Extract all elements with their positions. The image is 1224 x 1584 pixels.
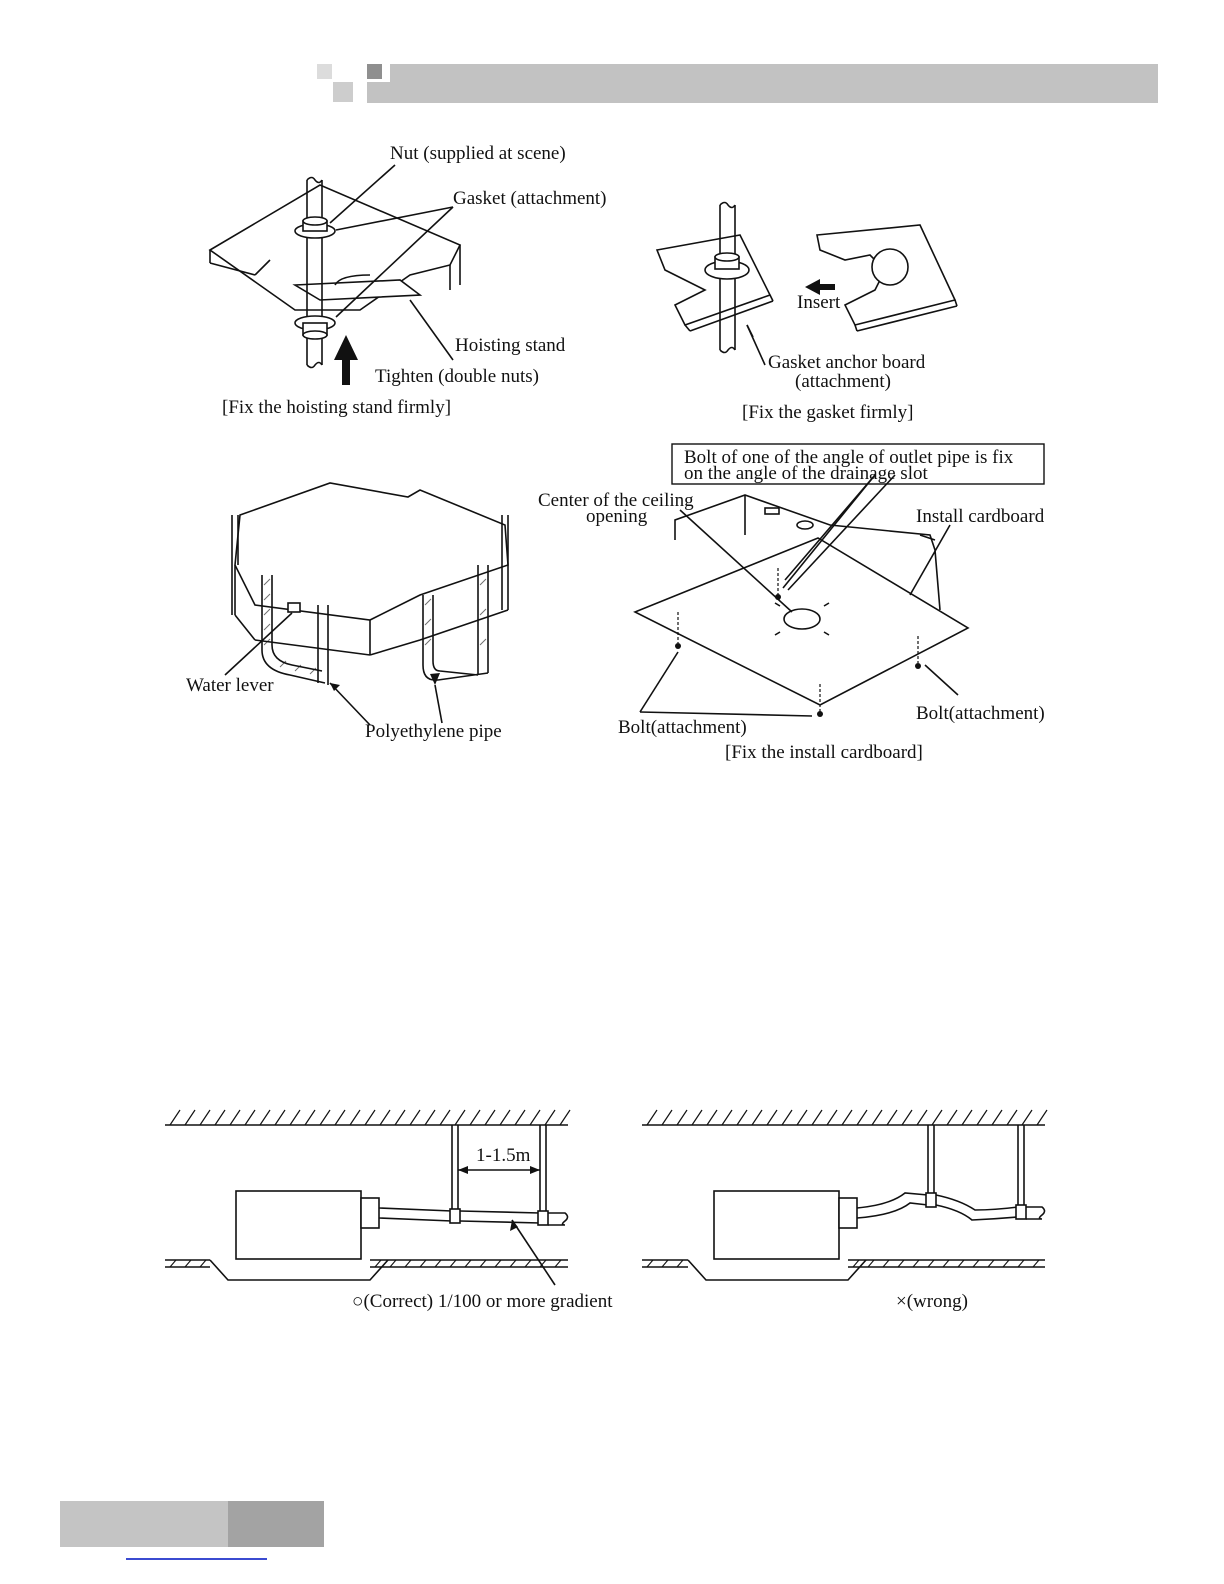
label-gasket: Gasket (attachment)	[453, 188, 607, 209]
footer-link-underline[interactable]	[126, 1558, 267, 1560]
label-center-line2: opening	[586, 506, 648, 527]
label-polyethylene-pipe: Polyethylene pipe	[365, 721, 502, 742]
label-install-cardboard: Install cardboard	[916, 506, 1045, 527]
label-note-line2: on the angle of the drainage slot	[684, 463, 928, 484]
label-wrong: ×(wrong)	[896, 1291, 968, 1312]
header-square-dark	[367, 64, 382, 79]
caption-fig4: [Fix the install cardboard]	[725, 742, 923, 763]
label-bolt-left: Bolt(attachment)	[618, 717, 747, 738]
caption-fig1: [Fix the hoisting stand firmly]	[222, 397, 451, 418]
fig-water-lever: Water lever Polyethylene pipe	[186, 482, 509, 742]
label-anchor-board: Gasket anchor board	[768, 352, 926, 373]
label-center-line1: Center of the ceiling	[538, 490, 694, 511]
footer-bar-light	[60, 1501, 228, 1547]
header-bar	[367, 82, 1158, 103]
label-correct: ○(Correct) 1/100 or more gradient	[352, 1291, 613, 1312]
note-box	[671, 443, 1045, 485]
label-insert: Insert	[797, 292, 841, 313]
fig-gasket-anchor: Insert Gasket anchor board (attachment) …	[655, 201, 958, 423]
label-tighten: Tighten (double nuts)	[375, 366, 539, 387]
label-hoisting-stand: Hoisting stand	[455, 335, 566, 356]
caption-fig2: [Fix the gasket firmly]	[742, 402, 914, 423]
label-note-line1: Bolt of one of the angle of outlet pipe …	[684, 447, 1014, 468]
header-square-light-2	[333, 82, 353, 102]
label-nut: Nut (supplied at scene)	[390, 143, 566, 164]
label-span: 1-1.5m	[476, 1145, 531, 1166]
fig-install-cardboard: Bolt of one of the angle of outlet pipe …	[538, 443, 1045, 763]
footer-bar-dark	[228, 1501, 324, 1547]
label-bolt-right: Bolt(attachment)	[916, 703, 1045, 724]
label-water-lever: Water lever	[186, 675, 274, 696]
label-anchor-attachment: (attachment)	[795, 371, 891, 392]
header-square-light-1	[317, 64, 332, 79]
fig-hoisting-stand: Nut (supplied at scene) Gasket (attachme…	[208, 143, 607, 418]
fig-drain-gradient: 1-1.5m ○(Correct) 1/100 or more gradient…	[165, 1109, 1048, 1312]
header-bar-top	[390, 64, 1158, 82]
